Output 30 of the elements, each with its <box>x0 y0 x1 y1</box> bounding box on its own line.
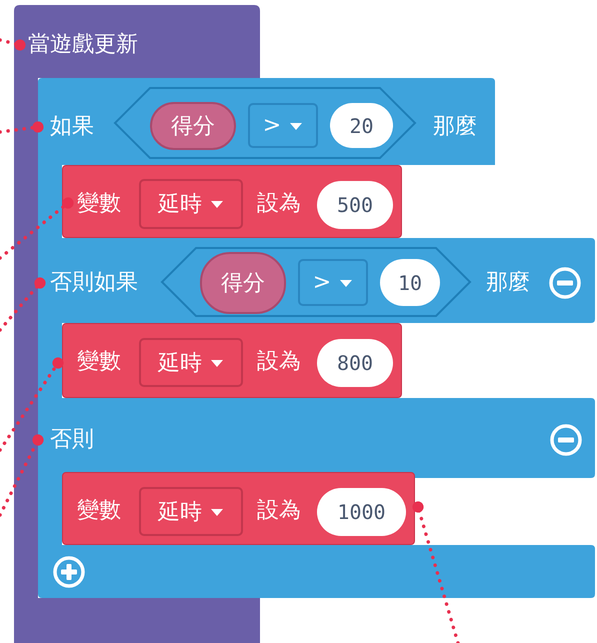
block-label: 變數 <box>77 190 121 218</box>
set-variable-block <box>62 323 402 398</box>
number-field: 1000 <box>317 488 406 536</box>
leader-line <box>0 38 26 51</box>
number-field: 800 <box>317 339 393 387</box>
dropdown: > <box>248 103 318 148</box>
block-label: 那麼 <box>433 113 477 141</box>
block-label: 設為 <box>257 497 301 525</box>
set-variable-block <box>62 165 402 238</box>
leader-line <box>0 357 64 452</box>
block-label: 如果 <box>50 113 94 141</box>
leader-line <box>0 434 44 517</box>
block-label: 設為 <box>257 348 301 376</box>
set-variable-block <box>62 472 415 545</box>
leader-line <box>0 121 44 134</box>
leader-line <box>412 501 460 643</box>
number-field: 500 <box>317 181 393 229</box>
block-label: 否則 <box>50 426 94 454</box>
block-label: 變數 <box>77 348 121 376</box>
block-label: 那麼 <box>486 269 530 297</box>
dropdown: > <box>298 259 368 306</box>
dropdown: 延時 <box>139 487 243 536</box>
block-label: 當遊戲更新 <box>28 31 138 59</box>
dropdown: 延時 <box>139 338 243 387</box>
block-label: 設為 <box>257 190 301 218</box>
block-label: 否則如果 <box>50 269 138 297</box>
leader-line <box>0 277 46 332</box>
dropdown: 延時 <box>139 179 243 229</box>
leader-line <box>0 197 74 260</box>
block-label: 變數 <box>77 497 121 525</box>
